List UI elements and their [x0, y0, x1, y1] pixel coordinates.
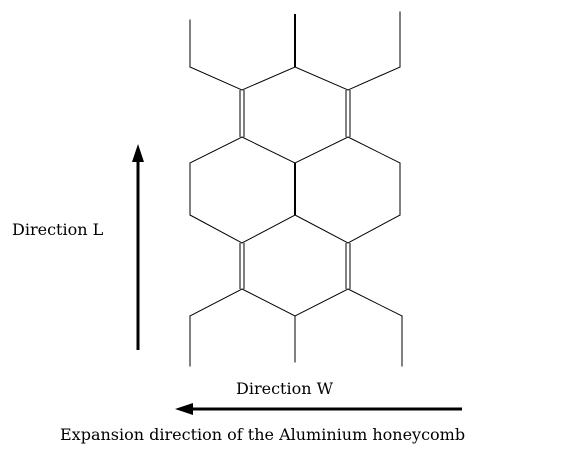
direction-w-arrow	[175, 403, 462, 415]
direction-l-label: Direction L	[12, 220, 104, 239]
bottom-stub-walls	[189, 288, 403, 367]
middle-cell-row	[189, 136, 401, 244]
diagram-caption: Expansion direction of the Aluminium hon…	[60, 425, 466, 444]
top-stub-walls	[189, 11, 401, 91]
direction-l-arrow	[132, 144, 144, 350]
upper-cell-row	[239, 90, 351, 164]
lower-cell-row	[239, 243, 351, 317]
direction-w-label: Direction W	[236, 379, 334, 398]
